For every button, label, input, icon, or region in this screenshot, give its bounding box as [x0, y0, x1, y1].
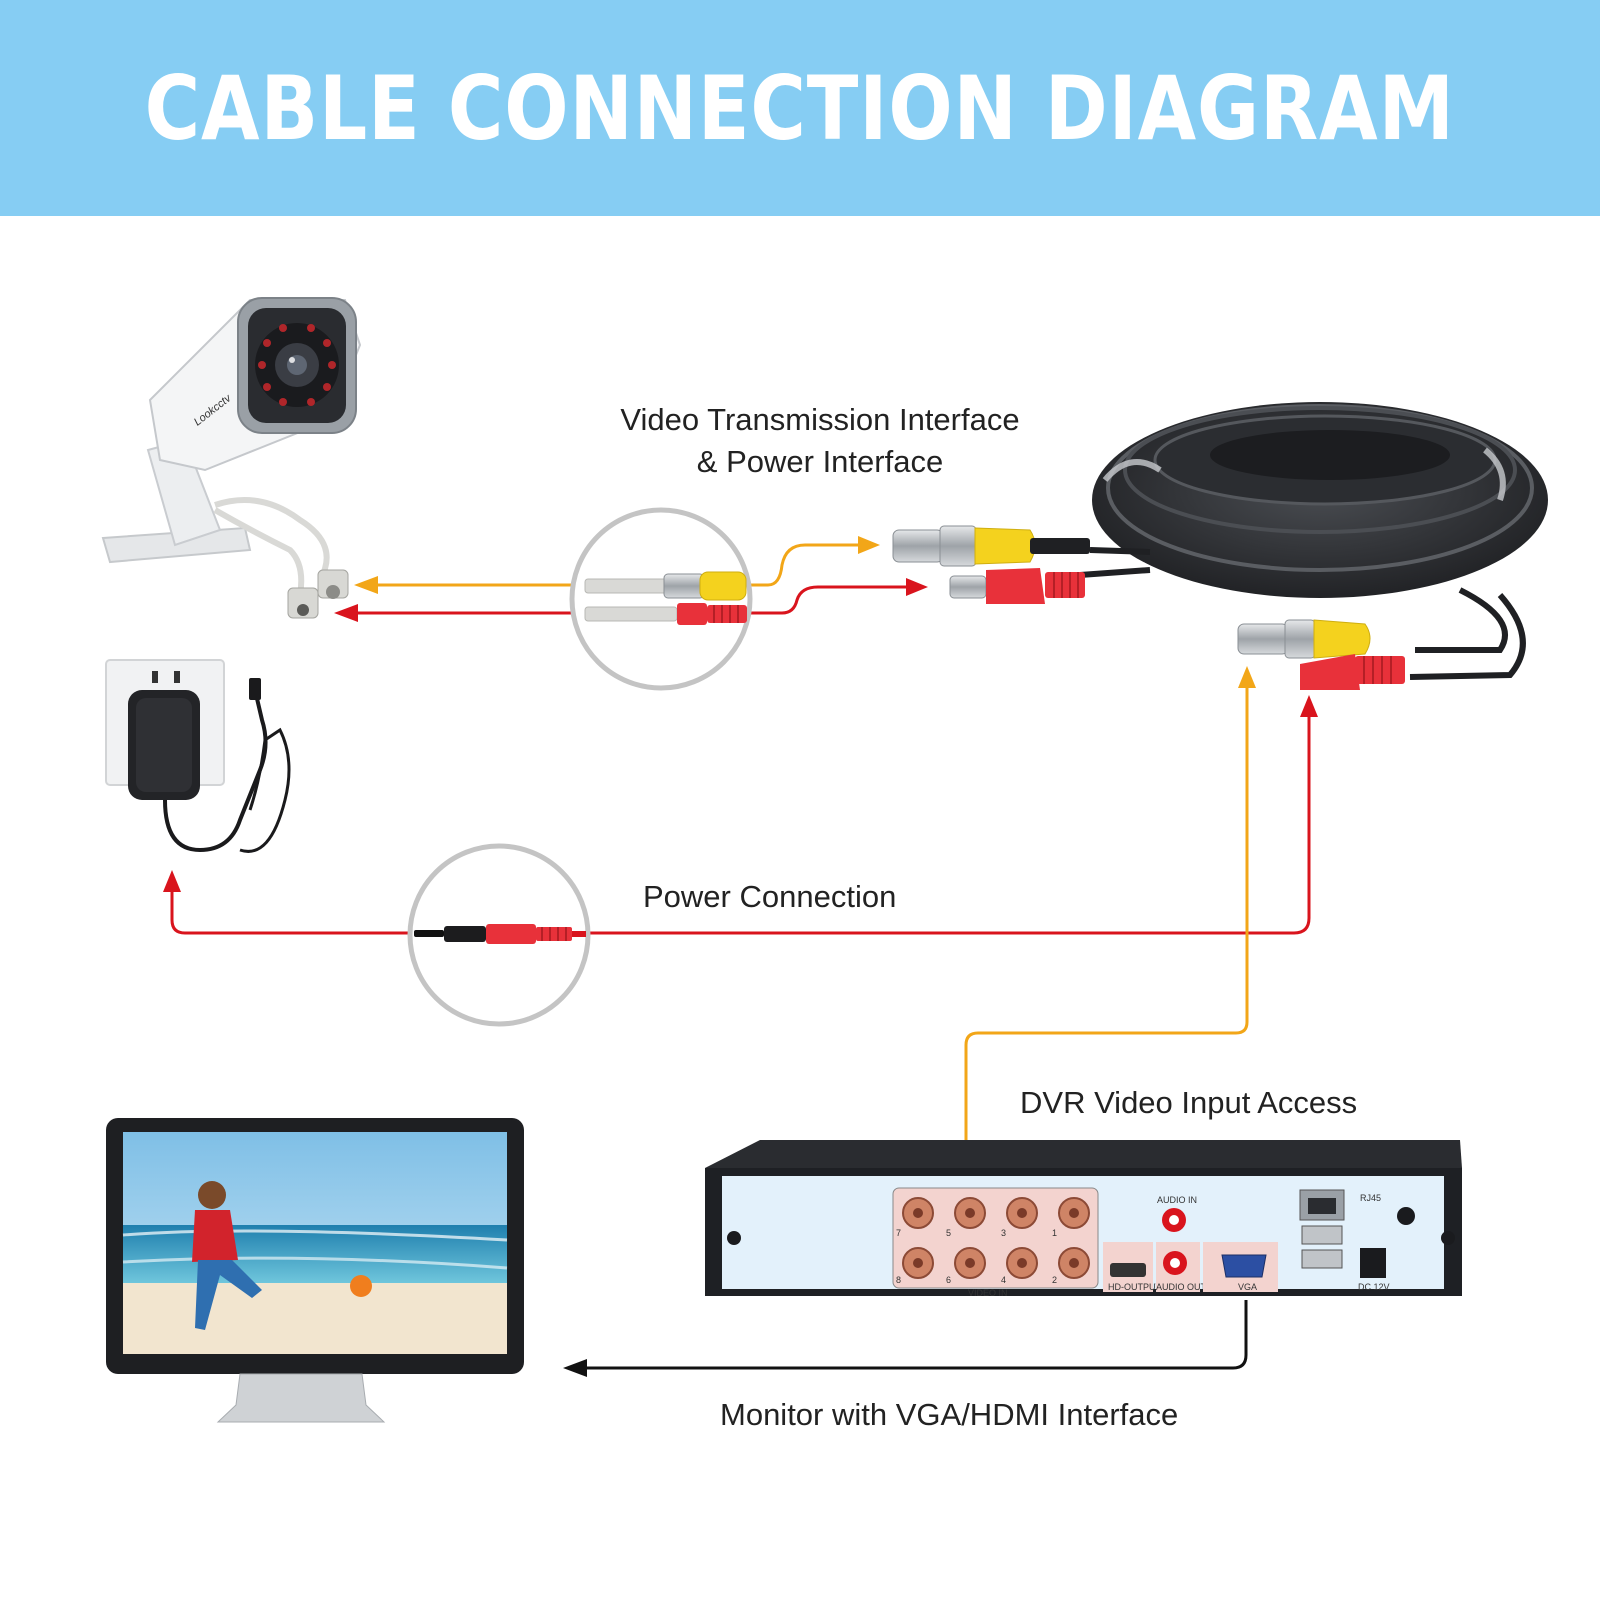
power-connection-line: [170, 712, 1311, 935]
arrow-power-cable: [906, 578, 928, 596]
channel-6: 6: [946, 1275, 951, 1285]
camera-icon: Lookcctv: [101, 297, 362, 619]
header-banner: [0, 0, 1600, 216]
video-line-cable: [748, 543, 862, 587]
channel-8: 8: [896, 1275, 901, 1285]
video-power-interface-label: Video Transmission Interface & Power Int…: [560, 399, 1080, 483]
power-adapter-icon: [105, 659, 291, 853]
arrow-video-bnc: [1238, 666, 1256, 688]
arrow-power-camera: [334, 604, 358, 622]
connection-lines: [163, 536, 1318, 1377]
channel-5: 5: [946, 1228, 951, 1238]
dc-label: DC 12V: [1358, 1282, 1390, 1292]
dvr-icon: 7 5 3 1 8 6 4 2 VIDEO IN HD-OUTPUT AUDIO…: [705, 1140, 1462, 1298]
video-dvr-line: [964, 686, 1249, 1163]
dvr-input-label: DVR Video Input Access: [1020, 1085, 1358, 1120]
video-in-label: VIDEO IN: [968, 1288, 1008, 1298]
vga-monitor-line: [582, 1300, 1248, 1370]
channel-2: 2: [1052, 1275, 1057, 1285]
zoom-circle-power: [407, 843, 591, 1027]
cable-coil-icon: [1079, 402, 1548, 680]
arrow-power-dc: [1300, 695, 1318, 717]
page-title: CABLE CONNECTION DIAGRAM: [0, 0, 1600, 216]
vga-label: VGA: [1238, 1282, 1257, 1292]
channel-4: 4: [1001, 1275, 1006, 1285]
audio-out-label: AUDIO OUT: [1156, 1282, 1207, 1292]
channel-7: 7: [896, 1228, 901, 1238]
arrow-power-adapter: [163, 870, 181, 892]
hd-output-label: HD-OUTPUT: [1108, 1282, 1161, 1292]
video-label-line1: Video Transmission Interface: [620, 402, 1020, 437]
video-label-line2: & Power Interface: [696, 444, 944, 479]
zoom-circle-connectors: [569, 507, 753, 691]
arrow-video-cable: [858, 536, 880, 554]
rj45-label: RJ45: [1360, 1193, 1381, 1203]
page-title-text: CABLE CONNECTION DIAGRAM: [144, 56, 1456, 160]
power-line-cable: [748, 585, 910, 615]
power-connection-label: Power Connection: [643, 879, 897, 914]
monitor-label: Monitor with VGA/HDMI Interface: [720, 1397, 1179, 1432]
channel-1: 1: [1052, 1228, 1057, 1238]
monitor-icon: [106, 1118, 524, 1423]
channel-3: 3: [1001, 1228, 1006, 1238]
arrow-video-camera: [354, 576, 378, 594]
audio-in-label: AUDIO IN: [1157, 1195, 1197, 1205]
cable-end-connectors-bottom: [1237, 619, 1405, 690]
cable-end-connectors-top: [892, 525, 1090, 604]
arrow-monitor: [563, 1359, 587, 1377]
